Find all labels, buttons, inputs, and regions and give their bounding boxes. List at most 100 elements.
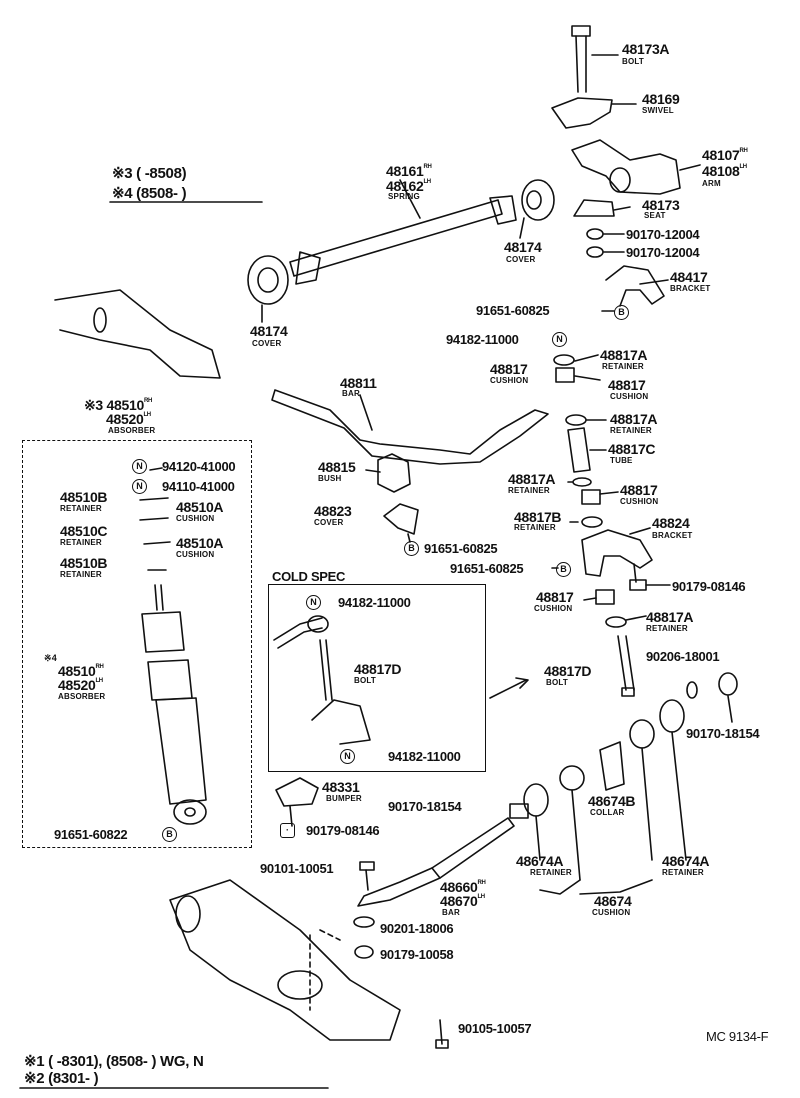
part-name: CUSHION [490, 376, 529, 385]
part-number: 90101-10051 [260, 861, 334, 876]
part-number: 48510A [176, 499, 224, 515]
bracket-48417-shape [605, 265, 665, 307]
part-number: 48823 [314, 503, 352, 519]
part-number: 48817 [536, 589, 574, 605]
part-number: 48174 [504, 239, 542, 255]
nut-icon: · [280, 822, 297, 840]
cold-spec-bar-shape [273, 617, 323, 641]
part-number: 48173A [622, 41, 670, 57]
part-number: 91651-60822 [54, 827, 128, 842]
part-name: BUMPER [326, 794, 362, 803]
part-name: CUSHION [620, 497, 659, 506]
part-number: 90179-10058 [380, 947, 454, 962]
swivel-shape [551, 97, 613, 129]
part-name: RETAINER [602, 362, 644, 371]
part-number: 48817 [620, 482, 658, 498]
part-number: 48811 [340, 375, 377, 391]
part-number: 48817B [514, 509, 562, 525]
part-number: 94182-11000 [338, 595, 411, 610]
part-number: 48660RH [440, 879, 486, 895]
part-name: COLLAR [590, 808, 625, 817]
part-number: 90201-18006 [380, 921, 454, 936]
bolt-b-icon: B [404, 540, 421, 558]
bumper-shape [275, 777, 319, 807]
part-number: 90170-12004 [626, 245, 700, 260]
torsion-spring-shape [289, 199, 503, 277]
nut-n-icon: N [340, 748, 357, 766]
part-number: 48824 [652, 515, 690, 531]
retainer-disc-shape [659, 699, 685, 733]
part-name: RETAINER [60, 538, 102, 547]
part-name: RETAINER [646, 624, 688, 633]
part-name: BRACKET [670, 284, 711, 293]
part-name: SEAT [644, 211, 666, 220]
part-name: COVER [314, 518, 344, 527]
part-number: 48817A [646, 609, 694, 625]
part-name: CUSHION [592, 908, 631, 917]
bolt-shank [575, 35, 579, 93]
part-name: RETAINER [514, 523, 556, 532]
absorber-upper-shape [141, 611, 185, 653]
note-marker: ※4 [44, 653, 57, 663]
part-number: 90179-08146 [306, 823, 380, 838]
tube-shape [567, 427, 591, 473]
cold-spec-title: COLD SPEC [272, 569, 346, 584]
part-name: CUSHION [610, 392, 649, 401]
nut-n-icon: N [306, 594, 323, 612]
part-name: TUBE [610, 456, 633, 465]
part-number: 48162LH [386, 178, 431, 194]
part-name: CUSHION [176, 514, 215, 523]
part-number: 48510RH [58, 663, 104, 679]
part-number: 94182-11000 [446, 332, 519, 347]
part-number: 48674A [516, 853, 564, 869]
bolt-b-icon: B [614, 304, 631, 322]
arrow-shape [489, 679, 527, 699]
part-name: SWIVEL [642, 106, 674, 115]
part-number: 48161RH [386, 163, 432, 179]
strut-bar-shape [431, 817, 515, 879]
part-number: 48817A [508, 471, 556, 487]
part-number: 90179-08146 [672, 579, 746, 594]
part-name: COVER [252, 339, 282, 348]
part-name: BOLT [622, 57, 644, 66]
part-number: 91651-60825 [476, 303, 550, 318]
part-name: RETAINER [60, 504, 102, 513]
lower-frame-shape [169, 879, 401, 1041]
part-name: RETAINER [60, 570, 102, 579]
part-number: 90170-18154 [388, 799, 462, 814]
note-4: ※4 (8508- ) [112, 185, 187, 202]
part-name: BOLT [354, 676, 376, 685]
part-name: ABSORBER [58, 692, 106, 701]
part-name: ARM [702, 179, 721, 188]
part-number: 48510B [60, 555, 108, 571]
nut-n-icon: N [132, 478, 149, 496]
cover-right-shape [521, 179, 555, 221]
part-name: SPRING [388, 192, 420, 201]
part-number: 48417 [670, 269, 708, 285]
part-name: RETAINER [610, 426, 652, 435]
cold-spec-box [268, 584, 486, 772]
note-3: ※3 ( -8508) [112, 165, 187, 182]
part-number: 48520LH [106, 411, 151, 427]
part-number: 48817 [608, 377, 646, 393]
part-number: 48815 [318, 459, 356, 475]
part-name: RETAINER [662, 868, 704, 877]
part-number: 48107RH [702, 147, 748, 163]
bush-shape [377, 453, 411, 493]
part-number: 48817D [544, 663, 592, 679]
part-number: 48169 [642, 91, 680, 107]
part-number: 90170-18154 [686, 726, 760, 741]
footer-note-1: ※1 ( -8301), (8508- ) WG, N [24, 1053, 204, 1070]
part-number: 48173 [642, 197, 680, 213]
part-number: 94120-41000 [162, 459, 236, 474]
part-number: 94110-41000 [162, 479, 235, 494]
bush-cover-shape [383, 503, 419, 535]
part-name: BUSH [318, 474, 342, 483]
part-name: BAR [442, 908, 460, 917]
part-number: 48174 [250, 323, 288, 339]
part-number: 90105-10057 [458, 1021, 532, 1036]
part-number: 48331 [322, 779, 360, 795]
footer-note-2: ※2 (8301- ) [24, 1070, 99, 1087]
absorber-group-box [22, 440, 252, 848]
